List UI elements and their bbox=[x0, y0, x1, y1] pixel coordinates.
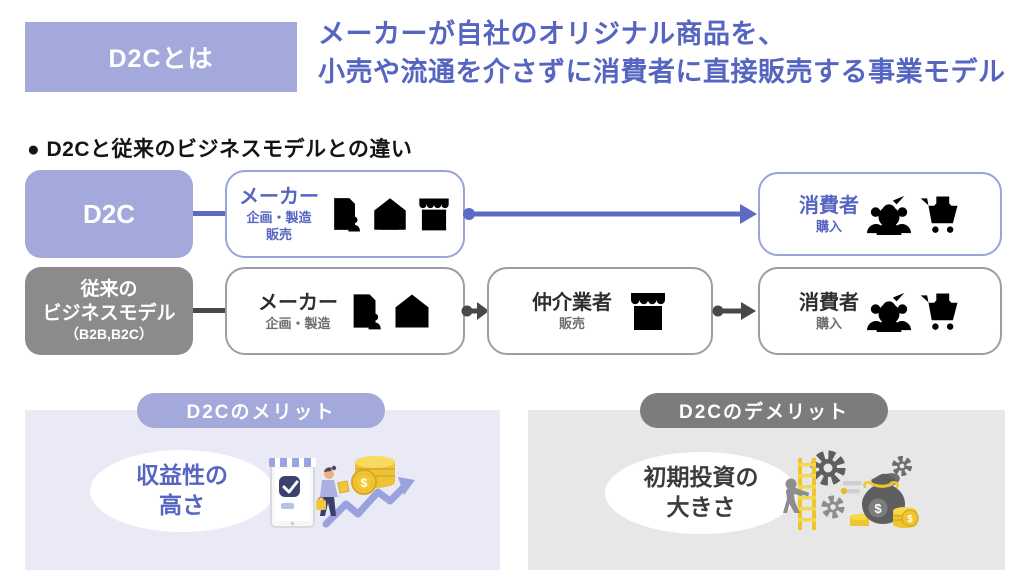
intermediary-box: 仲介業者 販売 bbox=[487, 267, 713, 355]
warehouse-icon bbox=[369, 192, 411, 236]
gear-icon bbox=[892, 456, 912, 476]
dollar-sign: $ bbox=[874, 501, 882, 516]
traditional-label-line1: 従来の bbox=[80, 278, 138, 300]
traditional-maker-text: メーカー 企画・製造 bbox=[256, 290, 340, 333]
traditional-label-line3: （B2B,B2C） bbox=[65, 326, 153, 343]
d2c-consumer-title: 消費者 bbox=[799, 194, 859, 217]
d2c-row-label-text: D2C bbox=[82, 198, 135, 229]
merit-pill: D2Cのメリット bbox=[137, 393, 385, 428]
warehouse-icon bbox=[390, 288, 434, 334]
demerit-pill-text: D2Cのデメリット bbox=[678, 402, 849, 423]
traditional-arrow-2 bbox=[712, 302, 756, 320]
intermediary-sub: 販売 bbox=[558, 315, 585, 331]
d2c-maker-sub1: 企画・製造 bbox=[246, 210, 312, 226]
merit-line1: 収益性の bbox=[136, 462, 228, 489]
gear-icon bbox=[810, 450, 846, 486]
coin-stack-icon: $ bbox=[893, 507, 919, 528]
dollar-sign: $ bbox=[907, 514, 913, 525]
storefront-icon bbox=[415, 192, 453, 236]
gear-icon bbox=[821, 495, 845, 519]
merit-oval: 収益性の 高さ bbox=[90, 450, 274, 532]
traditional-consumer-box: 消費者 購入 bbox=[758, 267, 1002, 355]
intermediary-title: 仲介業者 bbox=[532, 291, 612, 314]
traditional-consumer-sub: 購入 bbox=[815, 315, 842, 331]
merit-text: 収益性の 高さ bbox=[136, 461, 228, 521]
d2c-consumer-box: 消費者 購入 bbox=[758, 172, 1002, 256]
d2c-maker-sub2: 販売 bbox=[265, 227, 292, 242]
page-title-line2: 小売や流通を介さずに消費者に直接販売する事業モデル bbox=[318, 57, 1006, 88]
traditional-maker-box: メーカー 企画・製造 bbox=[225, 267, 465, 355]
shop-phone-icon bbox=[269, 458, 316, 528]
d2c-maker-box: メーカー 企画・製造 販売 bbox=[225, 170, 465, 258]
coin-stack-icon: $ bbox=[351, 456, 395, 495]
people-group-icon bbox=[865, 192, 913, 236]
climbing-person-icon bbox=[783, 478, 809, 513]
d2c-arrow bbox=[463, 204, 757, 224]
d2c-consumer-text: 消費者 購入 bbox=[797, 193, 861, 236]
demerit-line2: 大きさ bbox=[666, 494, 736, 520]
shopping-cart-icon bbox=[917, 192, 963, 236]
traditional-consumer-title: 消費者 bbox=[799, 291, 859, 314]
profit-growth-illustration: $ bbox=[269, 456, 415, 528]
growth-arrow-icon bbox=[322, 477, 415, 528]
d2c-row-label: D2C bbox=[25, 170, 193, 258]
storefront-icon bbox=[626, 286, 670, 336]
document-plan-icon bbox=[325, 192, 365, 236]
dollar-sign: $ bbox=[361, 476, 368, 490]
dash-marks bbox=[840, 481, 862, 495]
demerit-line1: 初期投資の bbox=[643, 464, 759, 491]
d2c-maker-title: メーカー bbox=[239, 186, 319, 209]
traditional-maker-title: メーカー bbox=[258, 291, 338, 314]
shopper-person-icon bbox=[316, 465, 350, 516]
demerit-pill: D2Cのデメリット bbox=[640, 393, 888, 428]
section-heading: ● D2Cと従来のビジネスモデルとの違い bbox=[27, 138, 413, 161]
header-label-box: D2Cとは bbox=[25, 22, 297, 92]
header-label-text: D2Cとは bbox=[108, 45, 214, 73]
page-title-line1: メーカーが自社のオリジナル商品を、 bbox=[318, 19, 786, 49]
traditional-row-label: 従来の ビジネスモデル （B2B,B2C） bbox=[25, 267, 193, 355]
demerit-text: 初期投資の 大きさ bbox=[644, 463, 759, 523]
d2c-connector-line bbox=[193, 211, 225, 216]
merit-line2: 高さ bbox=[159, 492, 205, 518]
traditional-label-line2: ビジネスモデル bbox=[42, 303, 176, 325]
demerit-oval: 初期投資の 大きさ bbox=[605, 452, 797, 534]
coin-stack-icon bbox=[850, 513, 869, 526]
investment-cost-illustration: $ $ bbox=[783, 450, 919, 530]
d2c-maker-text: メーカー 企画・製造 販売 bbox=[237, 184, 321, 244]
traditional-maker-sub: 企画・製造 bbox=[265, 315, 331, 331]
traditional-arrow-1 bbox=[461, 302, 489, 320]
traditional-connector-line bbox=[193, 308, 225, 313]
d2c-consumer-sub: 購入 bbox=[815, 218, 842, 234]
people-group-icon bbox=[865, 289, 913, 333]
intermediary-text: 仲介業者 販売 bbox=[530, 290, 614, 333]
traditional-consumer-text: 消費者 購入 bbox=[797, 290, 861, 333]
merit-pill-text: D2Cのメリット bbox=[186, 402, 336, 423]
page-title: メーカーが自社のオリジナル商品を、 小売や流通を介さずに消費者に直接販売する事業… bbox=[318, 15, 1006, 92]
document-plan-icon bbox=[344, 288, 386, 334]
shopping-cart-icon bbox=[917, 289, 963, 333]
